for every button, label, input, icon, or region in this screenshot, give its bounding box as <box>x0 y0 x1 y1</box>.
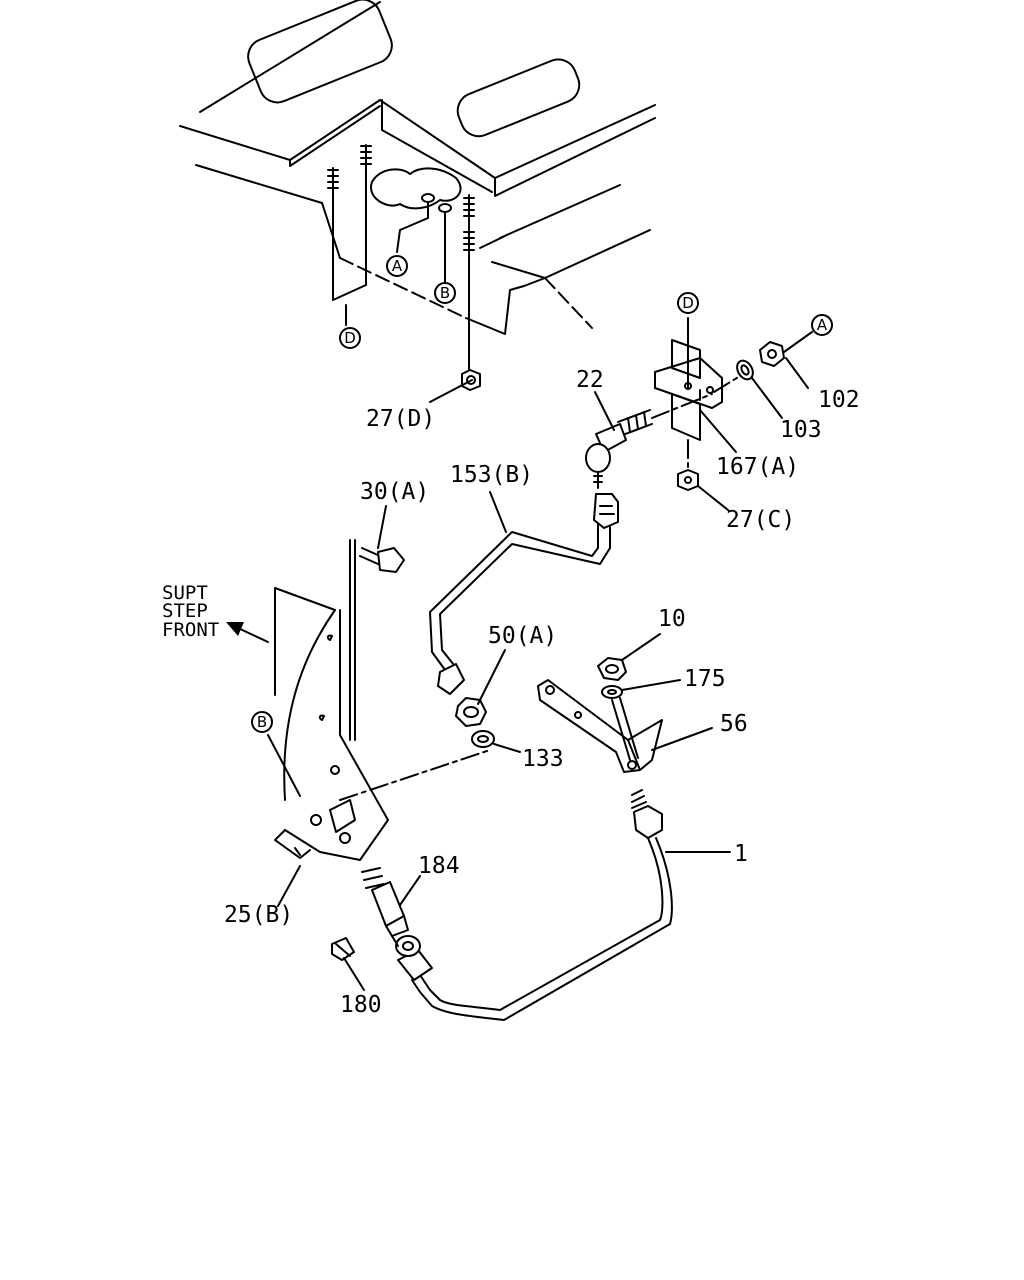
callout-27c: 27(C) <box>726 507 795 533</box>
callout-25b: 25(B) <box>224 902 293 928</box>
front-arrow <box>226 622 269 643</box>
ref-a-right-label: A <box>817 316 828 334</box>
callout-103: 103 <box>780 417 822 443</box>
ref-b-left: B <box>251 711 273 733</box>
callout-50a: 50(A) <box>488 623 557 649</box>
callout-175: 175 <box>684 666 726 692</box>
callout-27d: 27(D) <box>366 406 435 432</box>
callout-153b: 153(B) <box>450 462 533 488</box>
ref-a-top: A <box>386 255 408 277</box>
callout-167a: 167(A) <box>716 454 799 480</box>
bracket-56 <box>537 657 663 773</box>
callout-133: 133 <box>522 746 564 772</box>
ref-a-right: A <box>811 314 833 336</box>
callout-30a: 30(A) <box>360 479 429 505</box>
callout-102: 102 <box>818 387 860 413</box>
supt-step-front-note: SUPT STEP FRONT <box>162 582 219 641</box>
ref-d-bracket: D <box>677 292 699 314</box>
note-line-3: FRONT <box>162 619 219 641</box>
ref-b-top: B <box>434 282 456 304</box>
nut-and-washer <box>455 697 495 748</box>
ref-d-top: D <box>339 327 361 349</box>
callout-184: 184 <box>418 853 460 879</box>
note-line-2: STEP <box>162 600 208 622</box>
callout-1: 1 <box>734 841 748 867</box>
hose-1 <box>331 789 673 1021</box>
ref-d-top-label: D <box>344 329 356 347</box>
callout-180: 180 <box>340 992 382 1018</box>
callout-22: 22 <box>576 367 604 393</box>
bracket-assembly <box>585 329 785 491</box>
ref-b-top-label: B <box>440 284 450 302</box>
pipe-153b <box>429 493 619 695</box>
callout-10: 10 <box>658 606 686 632</box>
callout-56: 56 <box>720 711 748 737</box>
ref-a-top-label: A <box>392 257 403 275</box>
step-support <box>274 539 491 861</box>
ref-d-bracket-label: D <box>682 294 694 312</box>
note-line-1: SUPT <box>162 582 208 604</box>
frame-crossmember <box>179 0 656 391</box>
leader-lines <box>267 317 813 991</box>
ref-b-left-label: B <box>257 713 267 731</box>
